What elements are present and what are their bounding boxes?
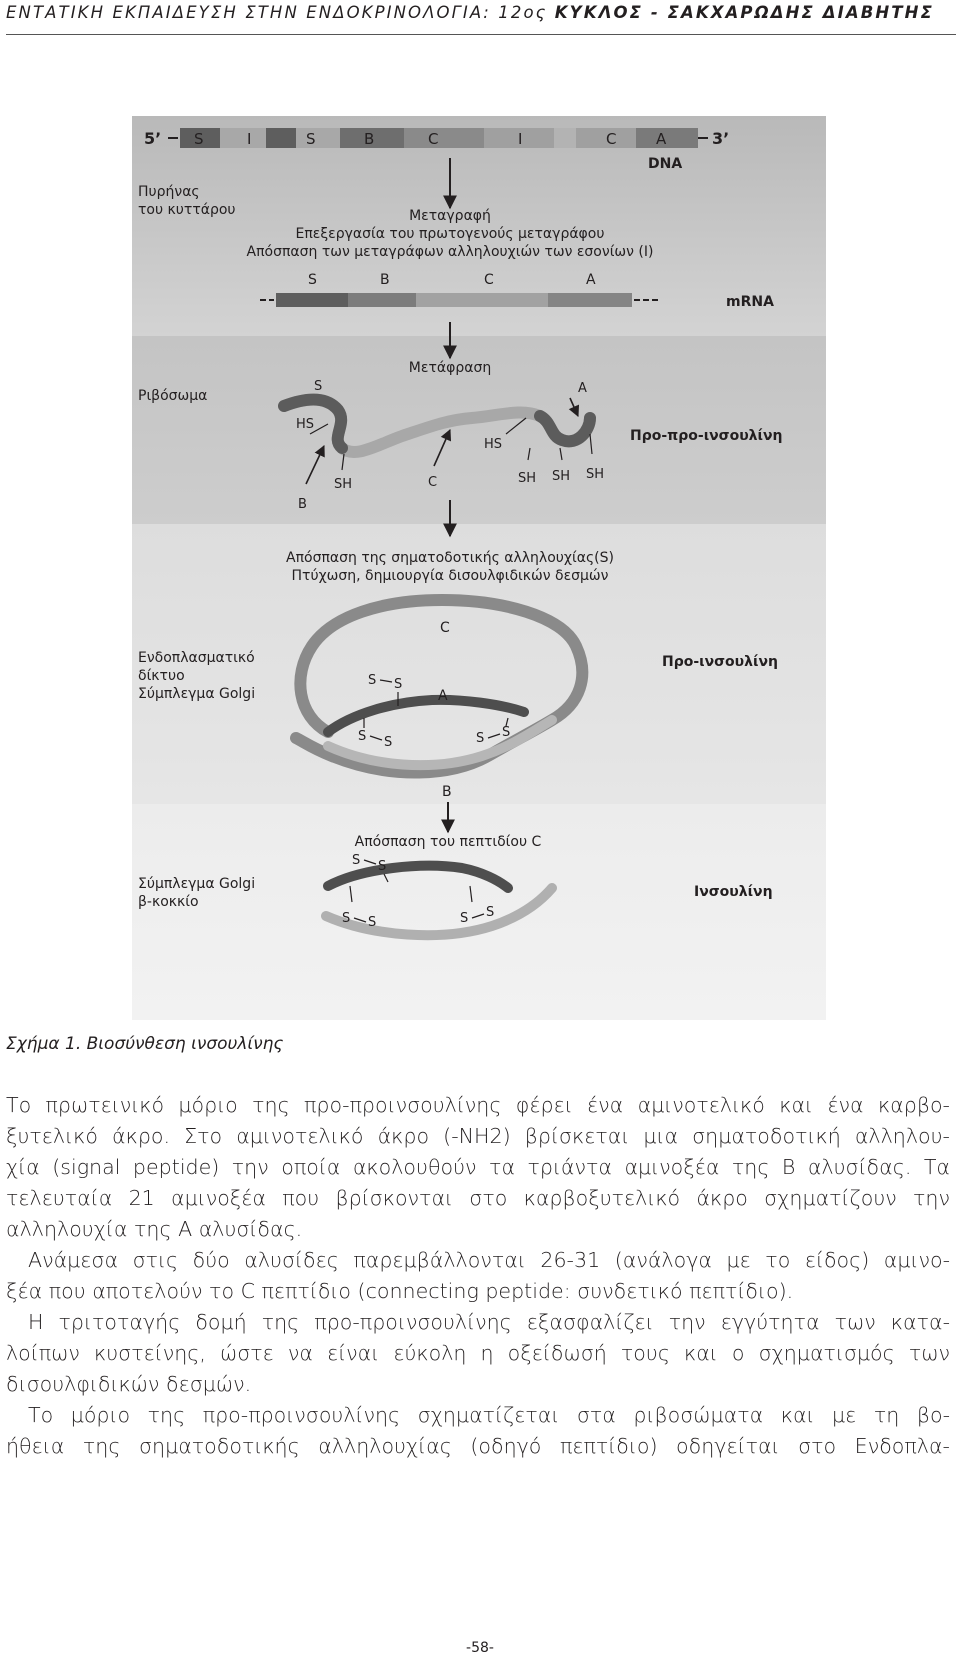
ins-ss1b: S (378, 859, 386, 874)
text-line: Ανάμεσα στις δύο αλυσίδες παρεμβάλλονται… (28, 1248, 950, 1272)
dna-seg-3: B (364, 130, 374, 148)
er-label-3: Σύμπλεγμα Golgi (138, 686, 255, 702)
dna-label: DNA (648, 156, 682, 172)
preproinsulin-label: Προ-προ-ινσουλίνη (630, 428, 782, 444)
header-title-bold: ΚΥΚΛΟΣ - ΣΑΚΧΑΡΩΔΗΣ ΔΙΑΒΗΤΗΣ (554, 3, 934, 22)
mrna-strip: S B C A mRNA (260, 272, 774, 310)
dna-seg-5: I (518, 130, 522, 148)
mrna-seg-3: A (586, 272, 596, 288)
pp-sh3: SH (552, 469, 570, 484)
pi-ss2b: S (384, 735, 392, 750)
pp-hs1: HS (296, 417, 314, 432)
mrna-seg-0: S (308, 272, 317, 288)
pi-ss2a: S (358, 729, 366, 744)
page-number: -58- (466, 1640, 494, 1656)
pi-ss1a: S (368, 673, 376, 688)
text-line: τελευταία 21 αμινοξέα που βρίσκονται στο… (6, 1186, 950, 1210)
ins-ss2b: S (368, 915, 376, 930)
header-title: ΕΝΤΑΤΙΚΗ ΕΚΠΑΙΔΕΥΣΗ ΣΤΗΝ ΕΝΔΟΚΡΙΝΟΛΟΓΙΑ:… (6, 3, 555, 22)
nucleus-label-2: του κυττάρου (138, 202, 236, 218)
signal-removal-label: Απόσπαση της σηματοδοτικής αλληλουχίας(S… (286, 550, 614, 566)
ins-ss1a: S (352, 853, 360, 868)
figure-caption: Σχήμα 1. Βιοσύνθεση ινσουλίνης (6, 1034, 284, 1054)
paragraph: Το πρωτεινικό μόριο της προ-προινσουλίνη… (6, 1090, 950, 1245)
dna-seg-7: A (656, 130, 667, 148)
text-line: ξέα που αποτελούν το C πεπτίδιο (connect… (6, 1279, 794, 1303)
pi-b: B (442, 784, 452, 800)
dna-seg-0: S (194, 130, 204, 148)
text-line: χία (signal peptide) την οποία ακολουθού… (6, 1155, 950, 1179)
text-line: δισουλφιδικών δεσμών. (6, 1372, 252, 1396)
golgi-label-2: β-κοκκίο (138, 894, 199, 910)
dna-five-prime: 5’ (144, 129, 161, 148)
proinsulin-label: Προ-ινσουλίνη (662, 654, 778, 670)
nucleus-label-1: Πυρήνας (138, 184, 200, 200)
golgi-band (132, 804, 826, 1020)
dna-strip: 5’ 3’ S I S B C I C A DNA (144, 128, 729, 172)
mrna-seg-1: B (380, 272, 390, 288)
dna-seg-4: C (428, 130, 438, 148)
pi-a: A (438, 688, 448, 704)
pp-hs2: HS (484, 437, 502, 452)
ribosome-label: Ριβόσωμα (138, 388, 207, 404)
text-line: αλληλουχία της Α αλυσίδας. (6, 1217, 303, 1241)
pi-ss3b: S (502, 725, 510, 740)
er-label-2: δίκτυο (138, 668, 185, 684)
insulin-structure: S S S S S S (321, 853, 557, 941)
transcription-label: Μεταγραφή (409, 208, 491, 224)
insulin-biosynthesis-figure: 5’ 3’ S I S B C I C A DNA Πυρήνας τ (132, 116, 826, 1020)
paragraph: Το μόριο της προ-προινσουλίνης σχηματίζε… (6, 1400, 950, 1462)
intron-removal-label: Απόσπαση των μεταγράφων αλληλουχιών των … (247, 244, 654, 260)
text-line: ήθεια της σηματοδοτικής αλληλουχίας (οδη… (6, 1434, 950, 1458)
dna-seg-2: S (306, 130, 316, 148)
pp-a: A (578, 381, 587, 396)
proinsulin-structure: C A S S S S S S (290, 593, 589, 779)
processing-label: Επεξεργασία του πρωτογενούς μεταγράφου (296, 226, 605, 242)
text-line: Η τριτοταγής δομή της προ-προινσουλίνης … (28, 1310, 950, 1334)
pp-sh2: SH (518, 471, 536, 486)
preproinsulin-chain: S HS B SH C HS A SH SH SH (278, 379, 604, 512)
mrna-seg-2: C (484, 272, 494, 288)
dna-seg-6: C (606, 130, 616, 148)
pp-s: S (314, 379, 322, 394)
text-line: Το πρωτεινικό μόριο της προ-προινσουλίνη… (6, 1093, 950, 1117)
running-header: ΕΝΤΑΤΙΚΗ ΕΚΠΑΙΔΕΥΣΗ ΣΤΗΝ ΕΝΔΟΚΡΙΝΟΛΟΓΙΑ:… (6, 0, 956, 35)
pi-ss3a: S (476, 731, 484, 746)
text-line: ξυτελικό άκρο. Στο αμινοτελικό άκρο (-NH… (6, 1124, 950, 1148)
pp-sh1: SH (334, 477, 352, 492)
er-label-1: Ενδοπλασματικό (138, 650, 255, 666)
pp-b: B (298, 497, 307, 512)
insulin-label: Ινσουλίνη (694, 884, 773, 900)
folding-label: Πτύχωση, δημιουργία δισουλφιδικών δεσμών (292, 568, 609, 584)
ins-ss3a: S (460, 911, 468, 926)
pp-c: C (428, 475, 437, 490)
text-line: λοίπων κυστείνης, ώστε να είναι εύκολη η… (6, 1341, 950, 1365)
translation-label: Μετάφραση (409, 360, 491, 376)
golgi-label-1: Σύμπλεγμα Golgi (138, 876, 255, 892)
c-removal-label: Απόσπαση του πεπτιδίου C (355, 834, 542, 850)
paragraph: Η τριτοταγής δομή της προ-προινσουλίνης … (6, 1307, 950, 1400)
pi-ss1b: S (394, 677, 402, 692)
ins-ss3b: S (486, 905, 494, 920)
ins-ss2a: S (342, 911, 350, 926)
paragraph: Ανάμεσα στις δύο αλυσίδες παρεμβάλλονται… (6, 1245, 950, 1307)
dna-three-prime: 3’ (712, 129, 729, 148)
dna-seg-1: I (247, 130, 251, 148)
pi-c: C (440, 620, 450, 636)
body-text: Το πρωτεινικό μόριο της προ-προινσουλίνη… (6, 1090, 950, 1462)
pp-sh4: SH (586, 467, 604, 482)
mrna-label: mRNA (726, 294, 774, 310)
text-line: Το μόριο της προ-προινσουλίνης σχηματίζε… (28, 1403, 950, 1427)
ribosome-band (132, 336, 826, 524)
